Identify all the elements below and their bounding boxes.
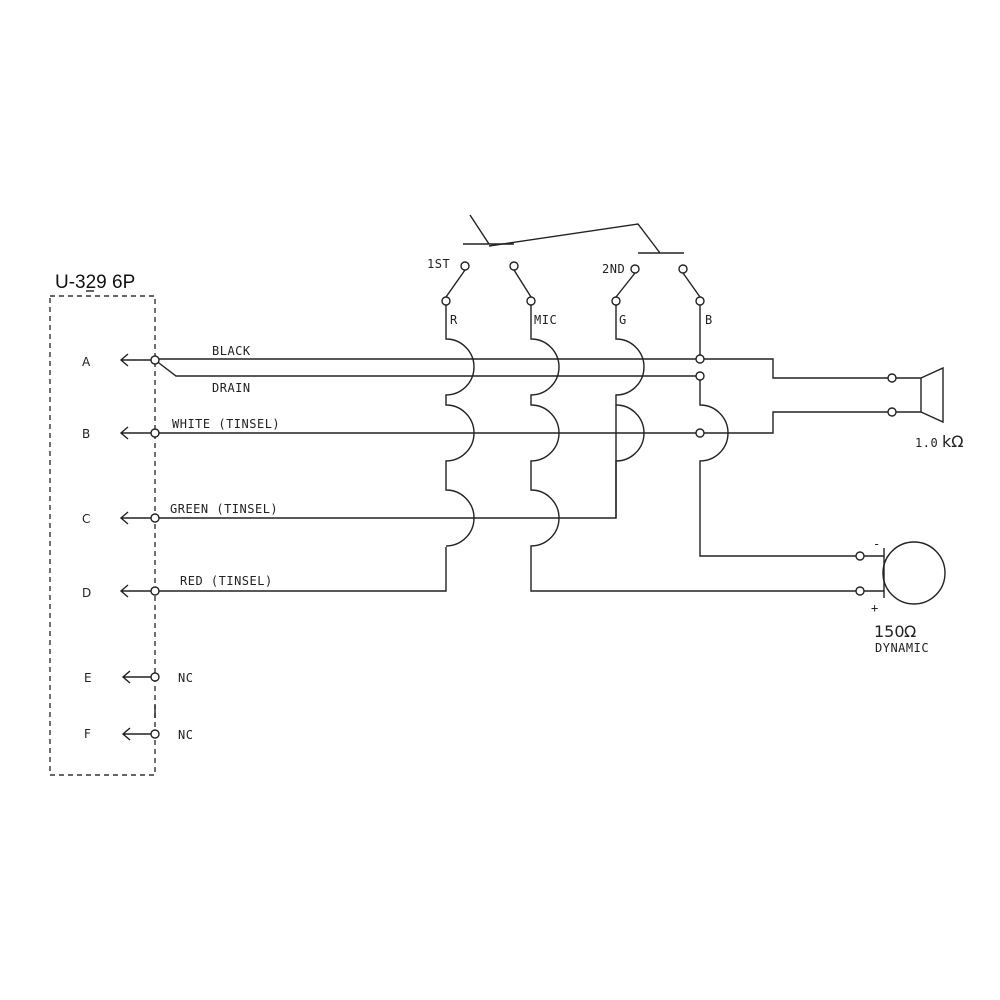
switch-2nd-label: 2ND — [602, 262, 625, 276]
mic-contact-line — [530, 303, 860, 592]
connector-title: U-329 6P — [55, 272, 135, 293]
pin-label-d: D — [82, 586, 91, 600]
contact-label-g: G — [619, 313, 627, 327]
black-wire — [155, 358, 892, 379]
switch-1st-actuator — [463, 214, 514, 245]
mic-minus-sign: - — [873, 537, 881, 551]
contact-label-r: R — [450, 313, 458, 327]
switch-blades — [445, 269, 701, 298]
earphone-lower-lead — [700, 411, 892, 434]
pin-label-b: B — [82, 427, 90, 441]
drain-wire-label: DRAIN — [212, 381, 251, 395]
black-wire-label: BLACK — [212, 344, 251, 358]
earphone-value: 1.0 — [915, 436, 938, 450]
r-contact-line — [445, 303, 475, 547]
pin-label-a: A — [82, 355, 91, 369]
green-wire-label: GREEN (TINSEL) — [170, 502, 278, 516]
mic-type: DYNAMIC — [875, 641, 929, 655]
pin-label-c: C — [82, 512, 90, 526]
mic-value: 150 — [874, 622, 905, 641]
microphone-symbol — [882, 541, 946, 605]
earphone-unit: kΩ — [942, 432, 964, 451]
mic-unit: Ω — [904, 622, 916, 641]
contact-label-mic: MIC — [534, 313, 557, 327]
drain-wire — [154, 359, 700, 377]
red-wire — [155, 547, 447, 592]
red-wire-label: RED (TINSEL) — [180, 574, 273, 588]
b-contact-line — [699, 303, 860, 557]
pin-label-f: F — [84, 727, 91, 741]
contact-label-b: B — [705, 313, 713, 327]
switch-link-bar — [488, 223, 684, 254]
switch-1st-label: 1ST — [427, 257, 450, 271]
nc-label-e: NC — [178, 671, 193, 685]
mic-plus-sign: + — [871, 601, 879, 615]
g-contact-line — [615, 303, 645, 518]
pin-label-e: E — [84, 671, 92, 685]
pin-arrows — [119, 353, 155, 741]
connector-outline — [49, 295, 156, 776]
white-wire-label: WHITE (TINSEL) — [172, 417, 280, 431]
earphone-symbol — [920, 366, 944, 424]
terminal-points — [150, 261, 897, 739]
nc-label-f: NC — [178, 728, 193, 742]
